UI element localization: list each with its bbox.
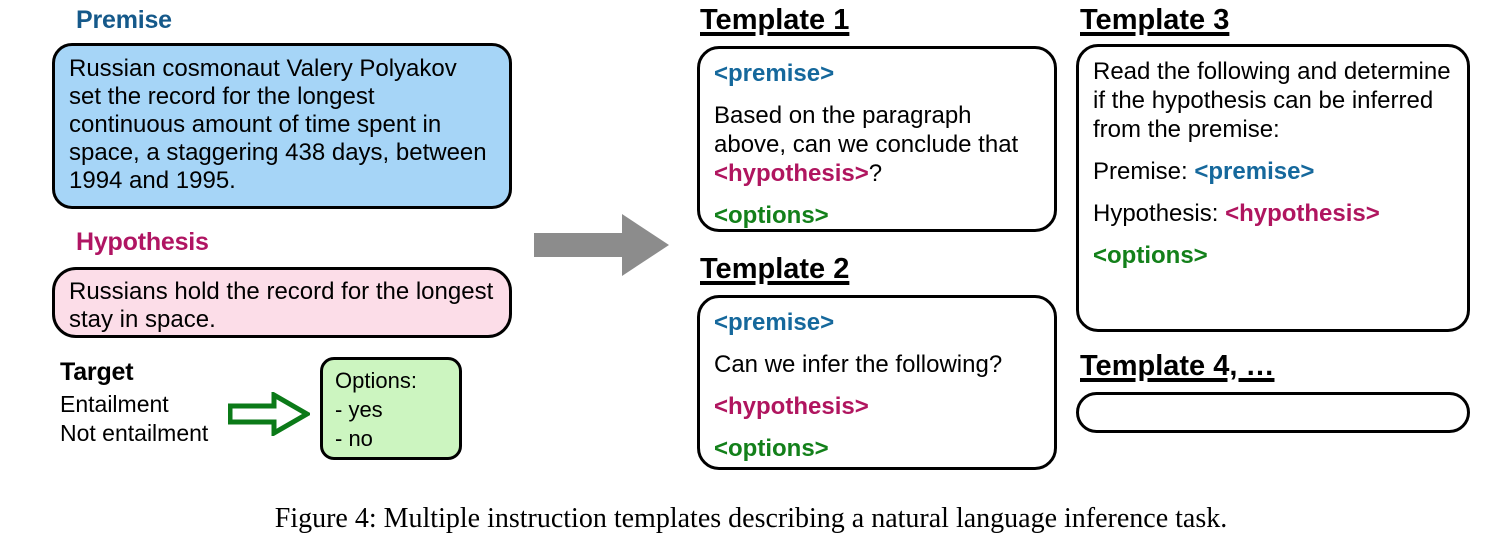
premise-text: Russian cosmonaut Valery Polyakov set th… xyxy=(69,55,487,194)
template-3-line-2: Premise: <premise> xyxy=(1093,157,1453,186)
template-3-line-1: Read the following and determine if the … xyxy=(1093,57,1453,144)
premise-label: Premise xyxy=(76,6,172,34)
figure-caption: Figure 4: Multiple instruction templates… xyxy=(274,503,1228,534)
template-1-instruction-text: Based on the paragraph above, can we con… xyxy=(714,102,1019,158)
hypothesis-placeholder-tag: <hypothesis> xyxy=(714,393,869,420)
template-3-premise-label: Premise: xyxy=(1093,158,1195,185)
template-2-title: Template 2 xyxy=(700,253,850,285)
template-2-line-2: Can we infer the following? xyxy=(714,350,1040,379)
template-3-line-3: Hypothesis: <hypothesis> xyxy=(1093,199,1453,228)
template-2-line-4: <options> xyxy=(714,434,1040,463)
hypothesis-box: Russians hold the record for the longest… xyxy=(52,267,512,338)
options-placeholder-tag: <options> xyxy=(1093,242,1208,269)
target-label: Target xyxy=(60,358,134,386)
hypothesis-text: Russians hold the record for the longest… xyxy=(69,278,494,333)
hypothesis-placeholder-tag: <hypothesis> xyxy=(714,160,869,187)
template-3-line-4: <options> xyxy=(1093,241,1453,270)
template-1-box: <premise> Based on the paragraph above, … xyxy=(697,46,1057,232)
options-item-yes: - yes xyxy=(335,397,383,422)
template-4-title: Template 4, … xyxy=(1080,350,1275,382)
target-class-not-entailment: Not entailment xyxy=(60,420,209,446)
options-item-no: - no xyxy=(335,426,373,451)
hypothesis-placeholder-tag: <hypothesis> xyxy=(1225,200,1380,227)
template-1-line-1: <premise> xyxy=(714,59,1040,88)
template-1-line-3: <options> xyxy=(714,201,1040,230)
template-1-question-mark: ? xyxy=(868,160,883,187)
template-3-box: Read the following and determine if the … xyxy=(1076,44,1470,332)
template-4-box xyxy=(1076,392,1470,433)
target-to-options-arrow-icon xyxy=(228,392,310,436)
premise-placeholder-tag: <premise> xyxy=(1194,158,1315,185)
premise-box: Russian cosmonaut Valery Polyakov set th… xyxy=(52,43,512,209)
template-2-line-1: <premise> xyxy=(714,308,1040,337)
premise-placeholder-tag: <premise> xyxy=(714,309,835,336)
target-class-list: Entailment Not entailment xyxy=(60,390,208,448)
template-2-box: <premise> Can we infer the following? <h… xyxy=(697,295,1057,470)
template-3-hypothesis-label: Hypothesis: xyxy=(1093,200,1226,227)
template-3-title: Template 3 xyxy=(1080,4,1230,36)
options-placeholder-tag: <options> xyxy=(714,202,829,229)
options-box: Options: - yes - no xyxy=(320,357,462,460)
options-placeholder-tag: <options> xyxy=(714,435,829,462)
example-to-templates-arrow-icon xyxy=(534,214,669,276)
template-1-title: Template 1 xyxy=(700,4,850,36)
template-3-instruction-text: Read the following and determine if the … xyxy=(1093,58,1451,143)
premise-placeholder-tag: <premise> xyxy=(714,60,835,87)
template-1-line-2: Based on the paragraph above, can we con… xyxy=(714,101,1040,188)
options-heading: Options: xyxy=(335,368,417,393)
template-2-line-3: <hypothesis> xyxy=(714,392,1040,421)
template-2-instruction-text: Can we infer the following? xyxy=(714,351,1003,378)
hypothesis-label: Hypothesis xyxy=(76,228,209,256)
target-class-entailment: Entailment xyxy=(60,391,169,417)
